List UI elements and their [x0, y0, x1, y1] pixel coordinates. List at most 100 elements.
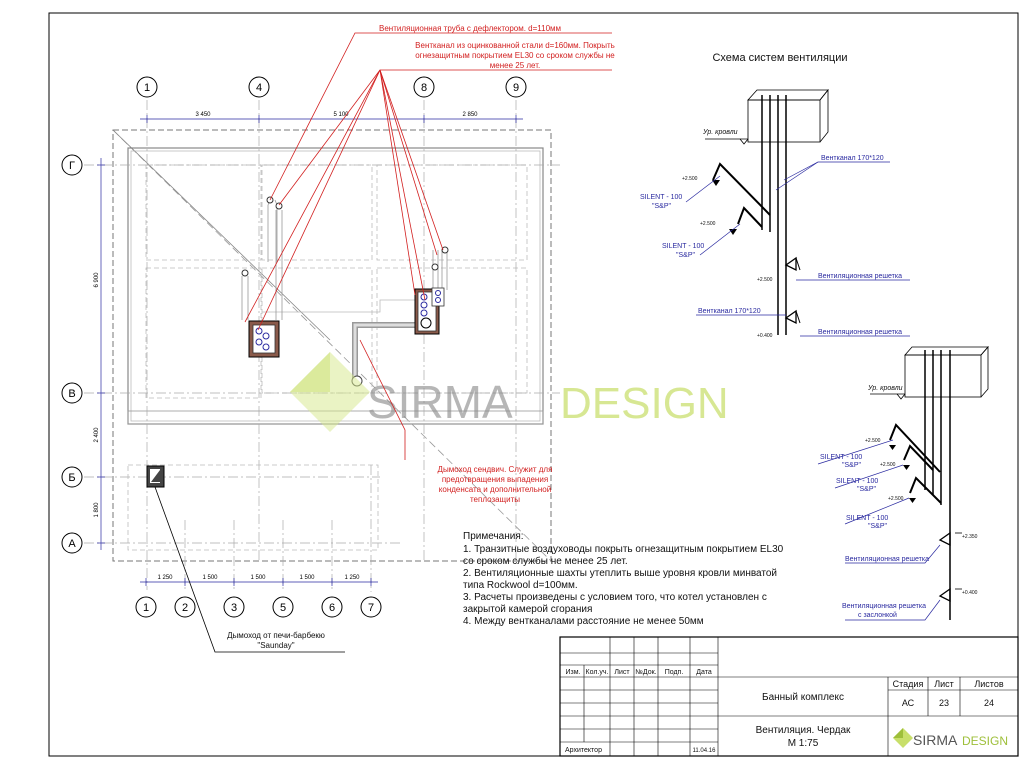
axis-label: 6 [329, 602, 335, 614]
level-label: +0.400 [962, 590, 978, 596]
vent-shaft-right [414, 287, 445, 335]
sp-label: "S&P" [676, 252, 695, 259]
level-label: +0.400 [757, 333, 773, 339]
notes-line: 2. Вентиляционные шахты утеплить выше ур… [463, 568, 777, 579]
grille-label: Вентиляционная решетка [818, 329, 902, 336]
tb-sheet-name: Вентиляция. Чердак [756, 725, 851, 736]
axis-label: 1 [143, 602, 149, 614]
title-block: Изм. Кол.уч. Лист №Док. Подп. Дата Архит… [559, 636, 1019, 757]
silent-label: SILENT - 100 [836, 478, 878, 485]
stove-callout-line1: Дымоход от печи-барбекю [227, 631, 325, 640]
tb-project: Банный комплекс [762, 692, 844, 703]
silent-label: SILENT - 100 [820, 454, 862, 461]
notes-line: со сроком службы не менее 25 лет. [463, 555, 628, 567]
vent-shaft-left [248, 320, 280, 358]
notes-line: 1. Транзитные воздуховоды покрыть огнеза… [463, 544, 784, 555]
tb-scale: М 1:75 [788, 738, 819, 749]
stove-callout-line2: "Saunday" [257, 641, 294, 650]
tb-lists: 24 [984, 698, 994, 708]
tb-col-podp: Подп. [665, 669, 684, 676]
sp-label: "S&P" [868, 523, 887, 530]
notes-line: 3. Расчеты произведены с условием того, … [463, 592, 767, 603]
tb-col-list: Лист [614, 669, 630, 676]
axis-label: 9 [513, 82, 519, 94]
silent-label: SILENT - 100 [846, 515, 888, 522]
stove-chimney-symbol [146, 465, 165, 488]
grille-label: Вентиляционная решетка [845, 556, 929, 563]
level-label: +2.500 [865, 438, 881, 444]
tb-list-label: Лист [934, 679, 954, 689]
axis-bubbles-left: Г В Б А [61, 154, 83, 554]
schema-upper: Ур. кровли +2.500 +2.500 +2.500 +0.400 В… [640, 88, 910, 339]
level-label: +2.500 [757, 277, 773, 283]
tb-lists-label: Листов [974, 679, 1003, 689]
tb-role: Архитектор [565, 747, 602, 754]
tb-stage-label: Стадия [893, 679, 924, 689]
dimension-text: 1 500 [250, 575, 266, 581]
axis-bubbles-bottom: 1 2 3 5 6 7 [135, 596, 382, 618]
dimension-lines [97, 115, 523, 586]
roof-level-label: Ур. кровли [702, 129, 738, 136]
tb-logo-sirma: SIRMA [913, 732, 958, 748]
tb-col-ndok: №Док. [635, 669, 656, 676]
dimension-text: 5 100 [333, 112, 349, 118]
grille-label: Вентиляционная решетка [818, 273, 902, 280]
tb-col-koluch: Кол.уч. [586, 669, 609, 676]
level-label: +2.500 [682, 176, 698, 182]
sp-label: "S&P" [857, 486, 876, 493]
stove-callout: Дымоход от печи-барбекю "Saunday" [154, 486, 345, 653]
axis-label: 1 [144, 82, 150, 94]
silent-label: SILENT - 100 [662, 243, 704, 250]
tb-list: 23 [939, 698, 949, 708]
sp-label: "S&P" [842, 462, 861, 469]
level-label: +2.350 [962, 534, 978, 540]
tb-stage: АС [902, 698, 915, 708]
watermark-design: DESIGN [560, 379, 729, 428]
tb-date: 11.04.16 [693, 748, 717, 754]
notes-line: 4. Между вентканалами расстояние не мене… [463, 616, 704, 627]
level-label: +2.500 [888, 496, 904, 502]
level-label: +2.500 [700, 221, 716, 227]
notes-block: Примечания: 1. Транзитные воздуховоды по… [463, 531, 784, 627]
red-callout-texts: Вентиляционная труба с дефлектором. d=11… [379, 24, 615, 504]
channel-label-2: Вентканал 170*120 [698, 308, 761, 315]
dimension-text: 6 900 [94, 272, 100, 288]
dimension-text: 1 250 [344, 575, 360, 581]
schema-title: Схема систем вентиляции [712, 52, 847, 64]
tb-logo-design: DESIGN [962, 734, 1008, 748]
sheet-frame [48, 12, 1019, 757]
dimension-text: 3 450 [195, 112, 211, 118]
dimension-text: 2 850 [462, 112, 478, 118]
dimension-text: 1 500 [299, 575, 315, 581]
axis-label: 8 [421, 82, 427, 94]
callout-pipe-deflector: Вентиляционная труба с дефлектором. d=11… [379, 24, 561, 33]
axis-label: А [68, 538, 76, 550]
channel-label-1: Вентканал 170*120 [821, 155, 884, 162]
axis-label: Б [68, 472, 75, 484]
dimension-text: 1 250 [157, 575, 173, 581]
notes-line: закрытой камерой сгорания [463, 604, 592, 615]
axis-label: 7 [368, 602, 374, 614]
dimension-texts: 3 450 5 100 2 850 1 250 1 500 1 500 1 50… [94, 112, 478, 581]
tb-logo: SIRMA DESIGN [893, 728, 1008, 748]
grille-damper-label: Вентиляционная решетка [842, 603, 926, 610]
axis-label: 4 [256, 82, 262, 94]
callout-chimney-line2: предотвращения выпадения [442, 475, 548, 484]
dimension-text: 1 800 [94, 502, 100, 518]
callout-chimney-line4: теплозащиты [470, 495, 520, 504]
red-callouts [244, 32, 612, 460]
axis-label: Г [69, 160, 75, 172]
axis-bubbles-top: 1 4 8 9 [136, 76, 527, 98]
callout-chimney-line1: Дымоход сендвич. Служит для [438, 465, 553, 474]
silent-label: SILENT - 100 [640, 194, 682, 201]
axis-label: 2 [182, 602, 188, 614]
dimension-text: 2 400 [94, 427, 100, 443]
callout-duct-line2: огнезащитным покрытием EL30 со сроком сл… [415, 51, 615, 60]
sp-label: "S&P" [652, 203, 671, 210]
dimension-text: 1 500 [202, 575, 218, 581]
callout-chimney-line3: конденсата и дополнительной [439, 485, 551, 494]
roof-outline [112, 129, 552, 562]
axis-label: 3 [231, 602, 237, 614]
schema-lower: Ур. кровли +2.500 +2.500 +2.500 +2.350 +… [817, 345, 989, 621]
